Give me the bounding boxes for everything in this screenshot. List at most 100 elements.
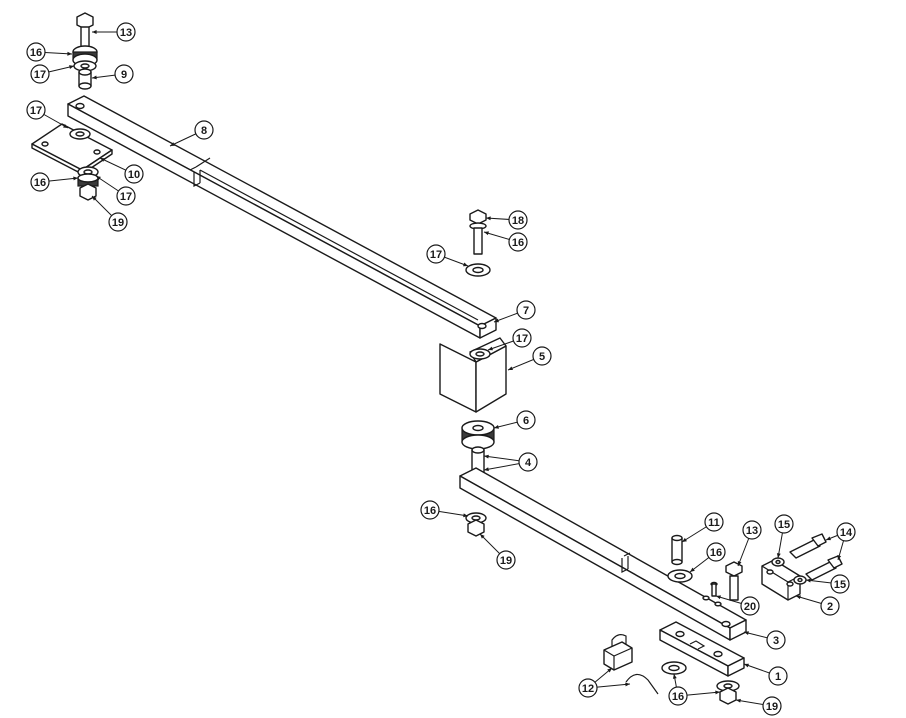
callout-circle <box>516 410 536 430</box>
leader-arrow-16 <box>463 513 468 518</box>
callout-label: 14 <box>840 527 853 539</box>
callout-label: 17 <box>30 105 42 117</box>
leader-arrow-10 <box>100 158 105 162</box>
bolt-13-lower <box>725 561 743 601</box>
callout-circle <box>508 210 528 230</box>
callout-label: 11 <box>708 517 720 529</box>
callout-16: 16 <box>668 686 688 706</box>
callout-circle <box>836 522 856 542</box>
bracket-5 <box>439 337 507 413</box>
callout-circle <box>706 542 726 562</box>
nut-19-left <box>77 173 99 201</box>
bolt-13-upper <box>76 12 94 50</box>
leader-arrow-15 <box>806 578 811 583</box>
callout-16: 16 <box>508 232 528 252</box>
callout-circle <box>704 512 724 532</box>
callout-label: 12 <box>582 683 594 695</box>
leader-arrow-17 <box>69 65 74 69</box>
leader-arrow-2 <box>796 595 801 600</box>
callout-circle <box>830 574 850 594</box>
callout-2: 2 <box>820 596 840 616</box>
bolt-14-upper <box>789 533 827 559</box>
callout-circle <box>742 520 762 540</box>
callout-1: 1 <box>768 666 788 686</box>
bushing-6 <box>461 420 495 450</box>
callout-circle <box>768 666 788 686</box>
callout-16: 16 <box>706 542 726 562</box>
leader-arrow-12 <box>625 682 630 687</box>
callout-label: 6 <box>523 415 529 427</box>
callout-circle <box>740 596 760 616</box>
pin-11 <box>671 534 683 566</box>
callout-circle <box>518 452 538 472</box>
leader-arrow-16 <box>672 674 677 679</box>
callout-circle <box>578 678 598 698</box>
callout-circle <box>762 696 782 716</box>
callout-19: 19 <box>762 696 782 716</box>
callout-16: 16 <box>26 42 46 62</box>
leader-arrow-18 <box>486 216 491 221</box>
callout-label: 15 <box>834 579 846 591</box>
callout-label: 15 <box>778 519 790 531</box>
nut-19-bottom <box>716 680 740 705</box>
leader-arrow-13 <box>92 30 97 34</box>
callout-label: 3 <box>773 635 779 647</box>
leader-arrow-5 <box>508 366 513 371</box>
callout-circle <box>108 212 128 232</box>
callout-7: 7 <box>516 300 536 320</box>
callout-circle <box>116 22 136 42</box>
washer-16-bottom <box>661 661 687 675</box>
callout-circle <box>30 172 50 192</box>
callout-13: 13 <box>742 520 762 540</box>
callout-16: 16 <box>30 172 50 192</box>
callout-12: 12 <box>578 678 598 698</box>
leader-arrow-14 <box>837 555 842 560</box>
leader-arrow-1 <box>744 663 749 668</box>
leader-arrow-16 <box>484 231 489 236</box>
leader-arrow-8 <box>170 142 175 146</box>
leader-arrow-16 <box>73 176 78 181</box>
leader-arrow-7 <box>494 318 499 323</box>
callout-label: 7 <box>523 305 529 317</box>
callout-13: 13 <box>116 22 136 42</box>
washer-15-lower <box>793 575 807 585</box>
leader-arrow-12 <box>607 668 612 673</box>
callout-4: 4 <box>518 452 538 472</box>
leader-arrow-17 <box>463 262 468 267</box>
clamp-2 <box>761 559 801 601</box>
callout-circle <box>820 596 840 616</box>
callout-8: 8 <box>194 120 214 140</box>
callout-label: 17 <box>516 333 528 345</box>
leader-arrow-14 <box>826 536 831 541</box>
callout-label: 19 <box>766 701 778 713</box>
callout-circle <box>532 346 552 366</box>
nut-stack-lower-left <box>465 512 487 537</box>
callout-3: 3 <box>766 630 786 650</box>
leader-arrow-4 <box>484 454 489 459</box>
callout-circle <box>496 550 516 570</box>
padlock-12 <box>603 634 633 671</box>
leader-arrow-16 <box>690 567 695 572</box>
callout-label: 16 <box>710 547 722 559</box>
washer-15-upper <box>771 557 785 567</box>
leader-arrow-19 <box>480 534 485 539</box>
leader-arrow-16 <box>67 51 72 56</box>
callout-11: 11 <box>704 512 724 532</box>
leader-arrow-4 <box>484 467 489 472</box>
callout-20: 20 <box>740 596 760 616</box>
callout-label: 8 <box>201 125 207 137</box>
leader-arrow-11 <box>682 537 687 542</box>
callout-circle <box>124 164 144 184</box>
callout-17: 17 <box>30 64 50 84</box>
callout-17: 17 <box>512 328 532 348</box>
leader-arrow-17 <box>96 176 101 181</box>
callout-19: 19 <box>496 550 516 570</box>
callout-5: 5 <box>532 346 552 366</box>
callout-14: 14 <box>836 522 856 542</box>
callout-circle <box>774 514 794 534</box>
callout-label: 13 <box>746 525 758 537</box>
callout-10: 10 <box>124 164 144 184</box>
callout-circle <box>26 42 46 62</box>
bushing-17-upper <box>73 60 97 72</box>
